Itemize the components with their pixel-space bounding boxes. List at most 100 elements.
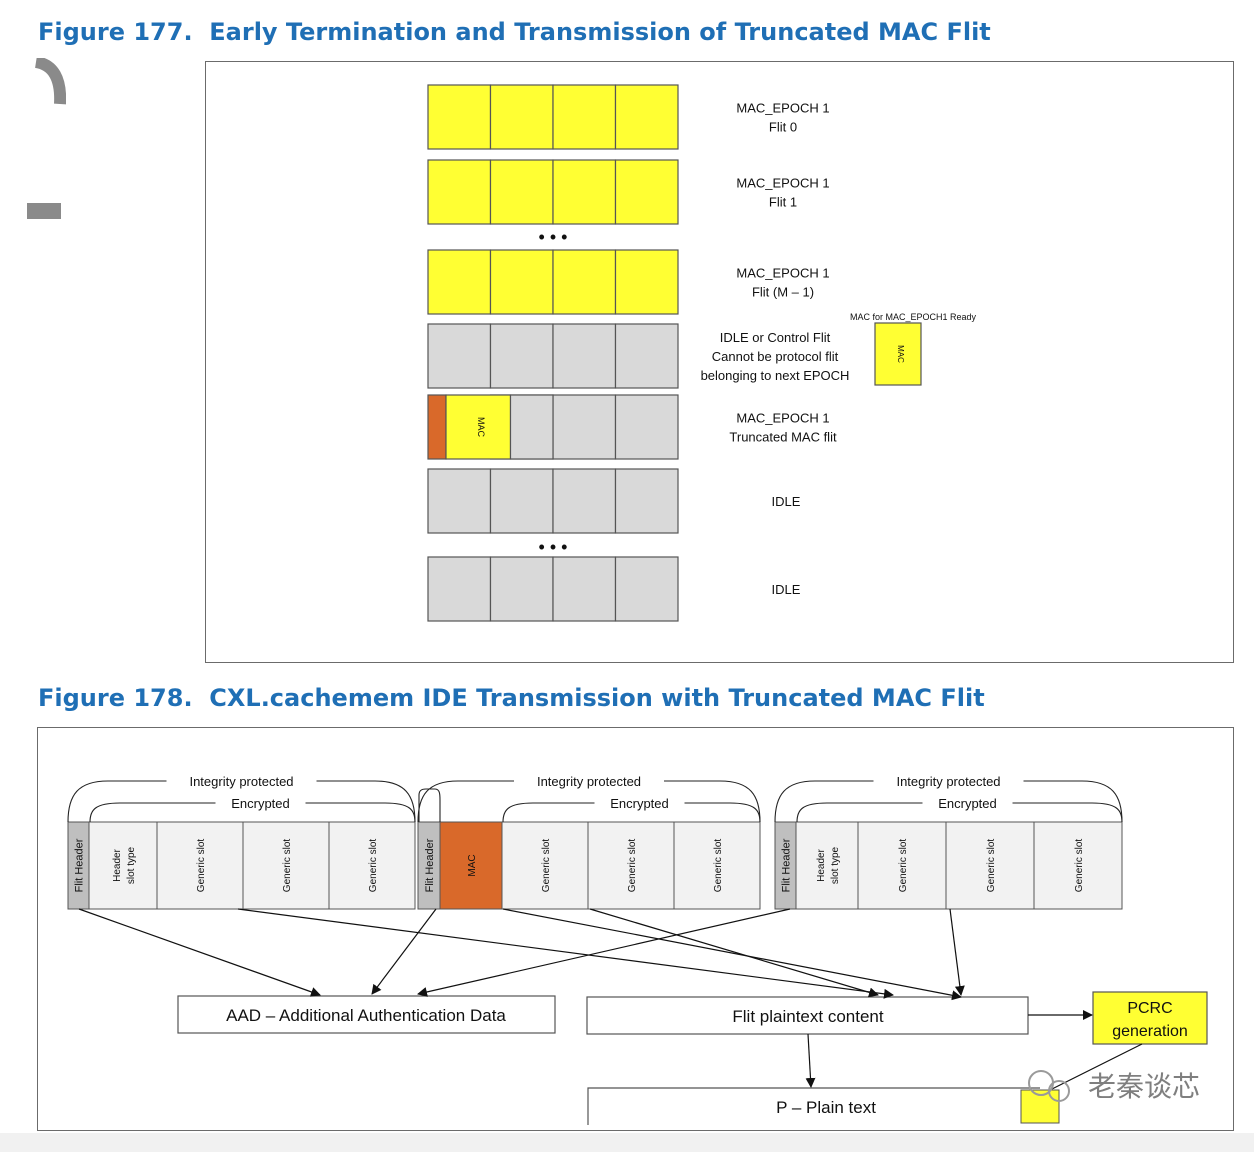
- flit-slot: [587, 821, 675, 910]
- encrypted-brace-left: [502, 802, 595, 823]
- flow-arrow: [805, 1033, 816, 1088]
- flow-arrow: [78, 908, 321, 997]
- watermark-icon: [1048, 1080, 1070, 1102]
- flit-cell: [614, 84, 679, 150]
- flit-cell: [489, 556, 554, 622]
- flit-slot: [857, 821, 947, 910]
- slot-label: Generic slot: [282, 839, 293, 893]
- encrypted-label: Encrypted: [938, 796, 997, 811]
- truncated-mac-slot: [445, 394, 512, 460]
- watermark: 老秦谈芯: [1028, 1070, 1200, 1102]
- flit-cell: [427, 468, 492, 534]
- pcrc-label-line: PCRC: [1127, 1000, 1172, 1017]
- encrypted-brace-right: [684, 802, 761, 823]
- flow-arrow: [502, 908, 962, 1001]
- header-lead-bracket: [418, 788, 441, 822]
- flit-cell: [614, 249, 679, 315]
- flit-row-2: MAC_EPOCH 1 Flit (M – 1): [427, 249, 830, 315]
- integrity-label: Integrity protected: [189, 774, 293, 789]
- flit-cell: [489, 249, 554, 315]
- figure-178-title: Figure 178. CXL.cachemem IDE Transmissio…: [38, 684, 985, 712]
- row-label-line: MAC_EPOCH 1: [736, 266, 829, 281]
- figure-178-frame: [37, 727, 1234, 1131]
- flit-slot: [1033, 821, 1123, 910]
- ellipsis-lower: • • •: [539, 537, 568, 557]
- flit-cell: [552, 394, 617, 460]
- integrity-label: Integrity protected: [537, 774, 641, 789]
- integrity-label: Integrity protected: [896, 774, 1000, 789]
- encrypted-brace-left: [796, 802, 923, 823]
- aad-label: AAD – Additional Authentication Data: [226, 1006, 506, 1025]
- flit-cell: [552, 468, 617, 534]
- mac-ready-label: MAC for MAC_EPOCH1 Ready: [850, 312, 977, 322]
- watermark-text: 老秦谈芯: [1088, 1071, 1200, 1102]
- flit-cell: [614, 394, 679, 460]
- flow-arrow: [949, 908, 965, 996]
- flit-slot: [242, 821, 330, 910]
- row-label-line: belonging to next EPOCH: [701, 368, 850, 383]
- cropped-arc-decoration: [34, 58, 66, 105]
- flit-cell: [427, 159, 492, 225]
- pcrc-box: [1092, 991, 1208, 1045]
- flit-cell: [489, 323, 554, 389]
- row-label-line: IDLE or Control Flit: [720, 330, 831, 345]
- slot-label: Generic slot: [986, 839, 997, 893]
- flit-slot: [795, 821, 859, 910]
- flit-cell: [614, 556, 679, 622]
- slot-label: Generic slot: [541, 839, 552, 893]
- plain-text-label: P – Plain text: [776, 1098, 876, 1117]
- plaintext-content-box: [586, 996, 1029, 1035]
- flow-arrow: [417, 908, 791, 997]
- row-label-line: Flit 1: [769, 195, 797, 210]
- flow-arrow: [237, 908, 894, 999]
- flit-cell: [552, 249, 617, 315]
- flow-arrow: [589, 908, 879, 998]
- integrity-brace-left: [417, 780, 514, 823]
- row-label-line: MAC_EPOCH 1: [736, 411, 829, 426]
- slot-label: Header: [816, 848, 827, 881]
- flit-row-5: IDLE: [427, 468, 801, 534]
- truncated-mac-label: MAC: [476, 417, 486, 438]
- slot-label: Generic slot: [713, 839, 724, 893]
- slot-label: Generic slot: [196, 839, 207, 893]
- flit-row-6: IDLE: [427, 556, 801, 622]
- row-label-line: IDLE: [772, 582, 801, 597]
- flit-cell: [614, 323, 679, 389]
- row-label-line: Flit 0: [769, 120, 797, 135]
- slot-label: Header: [112, 848, 123, 881]
- integrity-brace-right: [664, 780, 761, 823]
- slot-label: Flit Header: [74, 838, 86, 892]
- flow-arrow: [371, 908, 437, 995]
- bottom-strip: [0, 1133, 1254, 1152]
- row-label-line: Flit (M – 1): [752, 285, 814, 300]
- row-label-line: IDLE: [772, 494, 801, 509]
- figure-177-title: Figure 177. Early Termination and Transm…: [38, 18, 991, 46]
- truncated-header-slot: [427, 394, 447, 460]
- flit-cell: [427, 249, 492, 315]
- figure-177-frame: [205, 61, 1234, 663]
- flit-cell: [552, 556, 617, 622]
- flit-cell: [614, 468, 679, 534]
- slot-label: Generic slot: [627, 839, 638, 893]
- flit-row-1: MAC_EPOCH 1 Flit 1: [427, 159, 830, 225]
- flit-cell: [427, 556, 492, 622]
- row-label-line: MAC_EPOCH 1: [736, 101, 829, 116]
- encrypted-label: Encrypted: [231, 796, 290, 811]
- flit-slot: [439, 821, 503, 910]
- mac-ready-box: [874, 322, 922, 386]
- aad-box: [177, 995, 556, 1034]
- cropped-bar-decoration: [27, 203, 61, 219]
- integrity-brace-right: [1023, 780, 1123, 823]
- encrypted-brace-right: [305, 802, 416, 823]
- integrity-brace-left: [67, 780, 167, 823]
- row-label-line: Cannot be protocol flit: [712, 349, 839, 364]
- row-label-line: MAC_EPOCH 1: [736, 176, 829, 191]
- flit-cell: [489, 84, 554, 150]
- flit-cell: [489, 468, 554, 534]
- flit-slot: [88, 821, 158, 910]
